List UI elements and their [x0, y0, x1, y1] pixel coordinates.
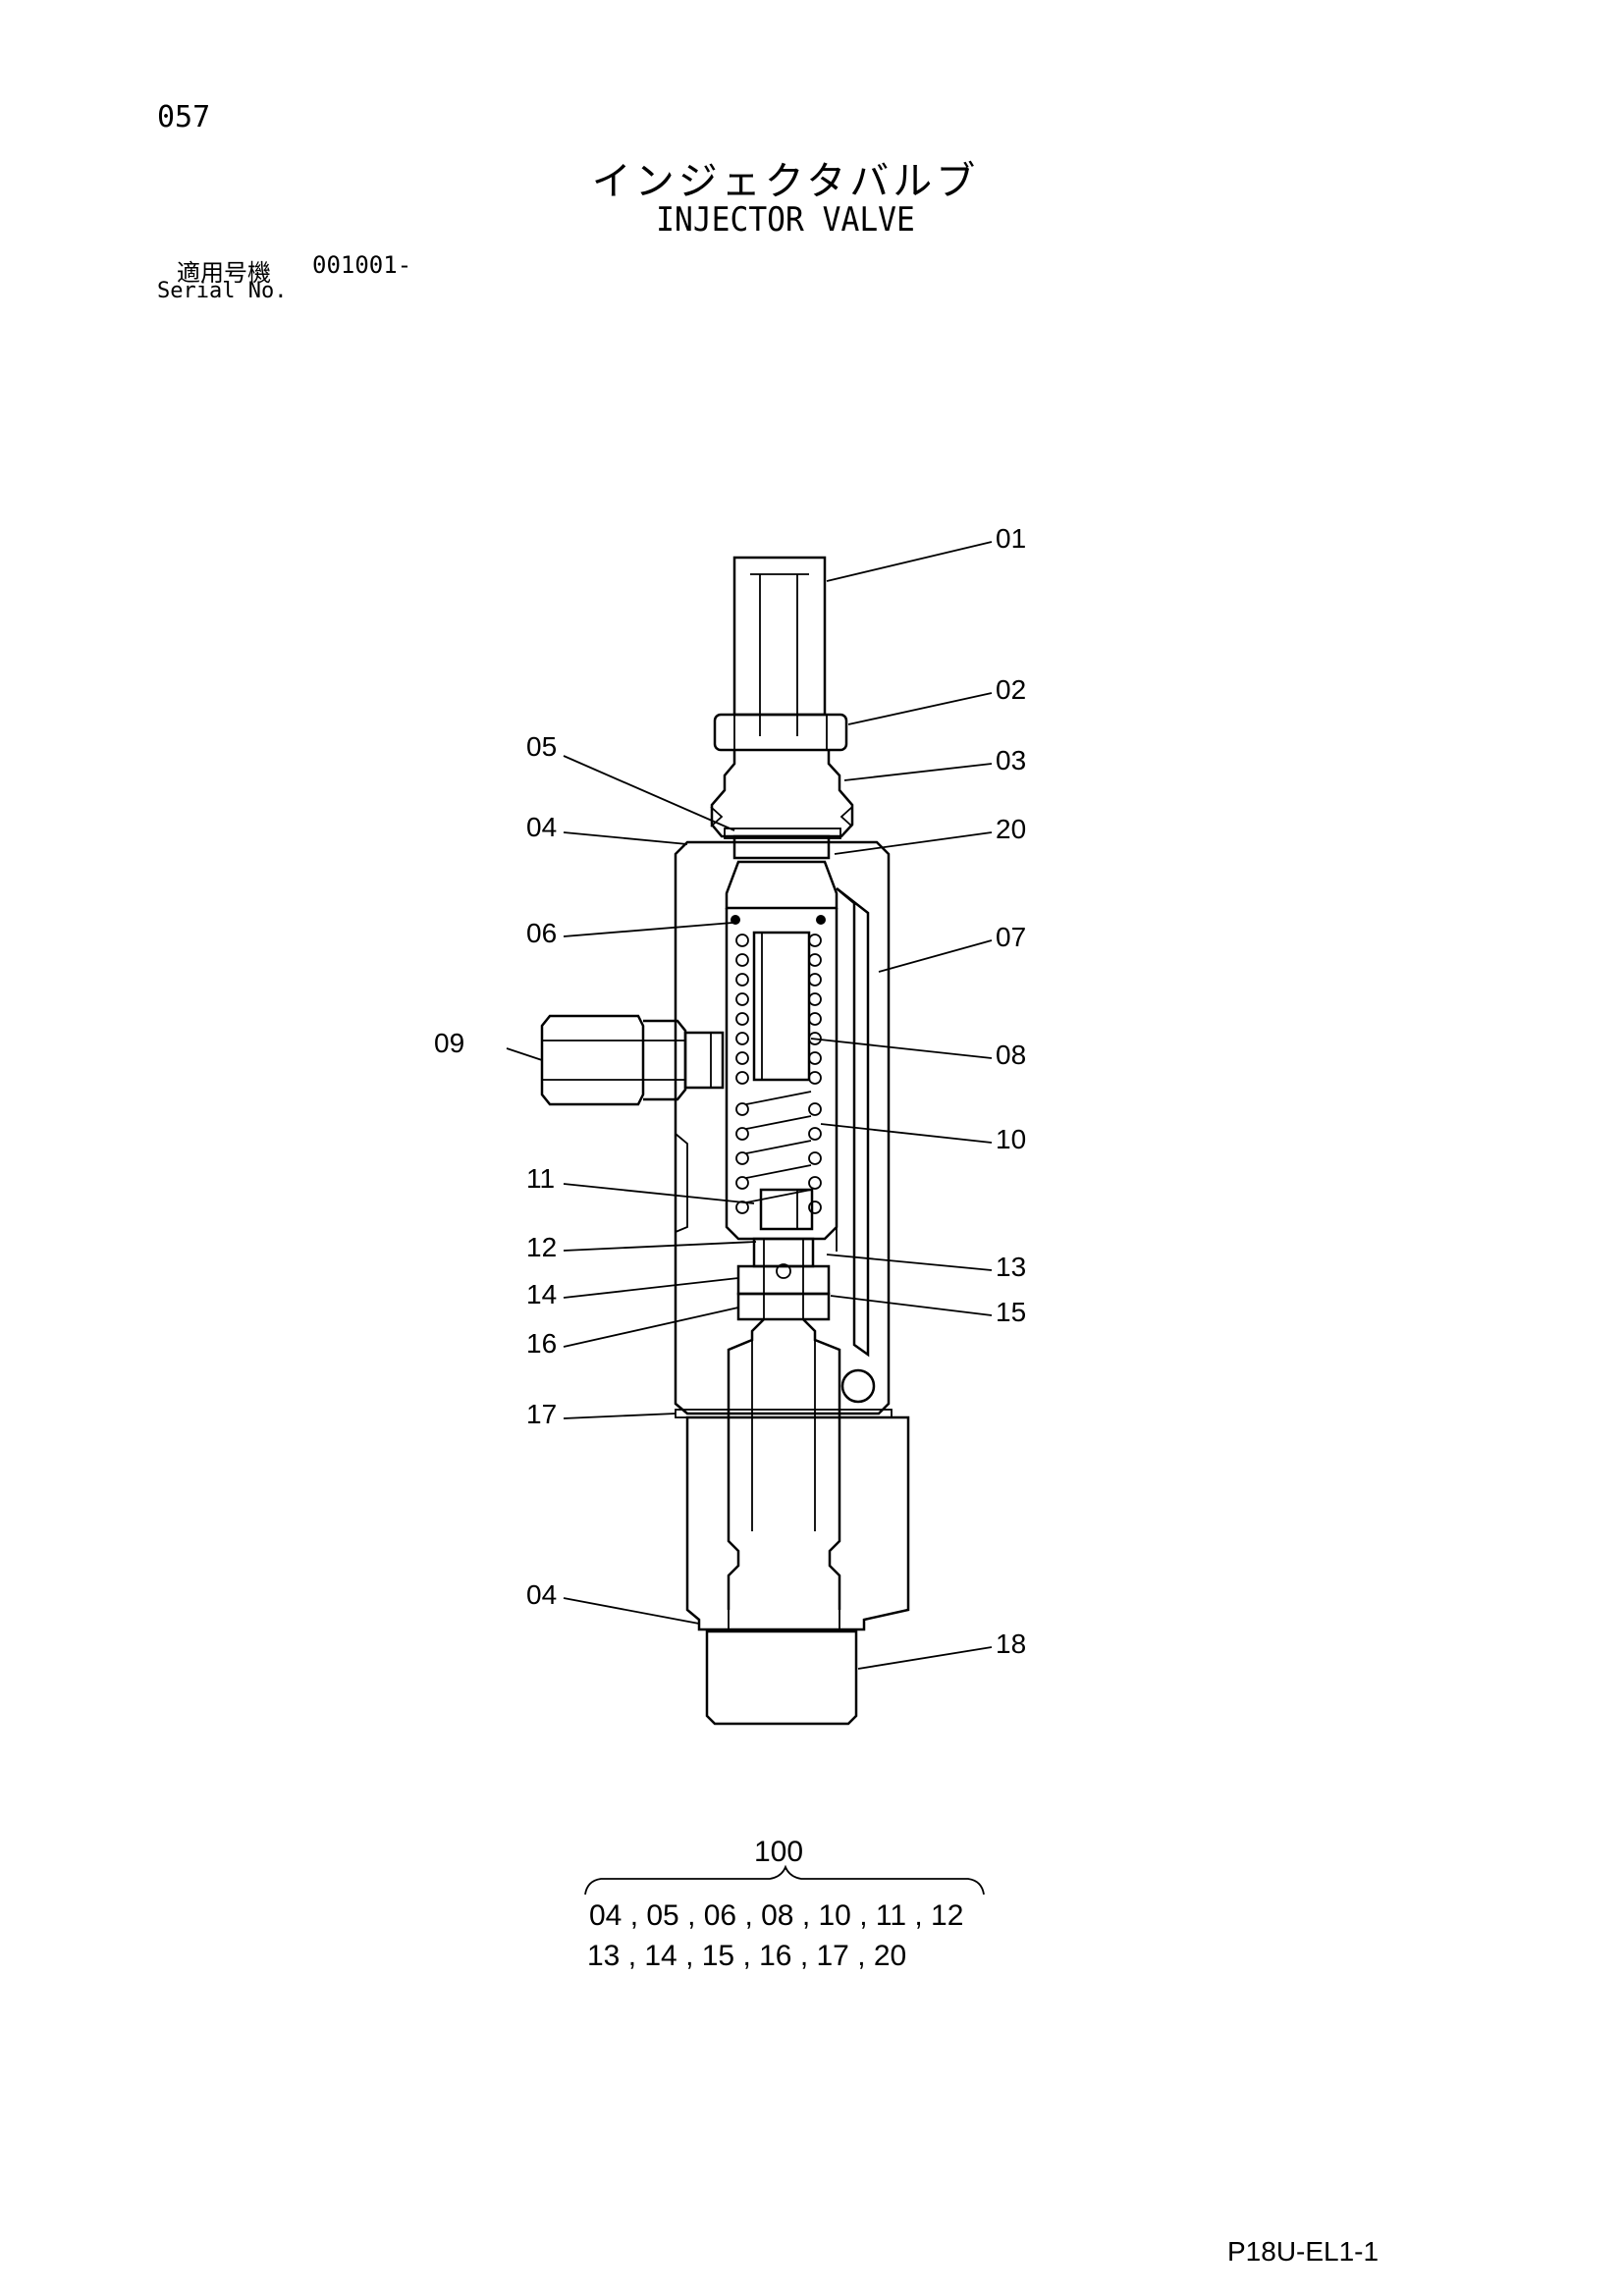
- callout-06: 06: [526, 918, 557, 948]
- assembly-number: 100: [754, 1836, 804, 1868]
- valve-body: [674, 840, 891, 1415]
- part-08-plunger: [752, 931, 811, 1082]
- callout-20: 20: [996, 814, 1026, 844]
- part-15-pin: [776, 1263, 791, 1279]
- callout-05: 05: [526, 731, 557, 762]
- callout-17: 17: [526, 1399, 557, 1429]
- callout-10: 10: [996, 1124, 1026, 1154]
- callout-14: 14: [526, 1279, 557, 1309]
- callout-03: 03: [996, 745, 1026, 775]
- part-10-spring: [735, 934, 822, 1214]
- assembly-parts-line-1: 04 , 05 , 06 , 08 , 10 , 11 , 12: [589, 1899, 964, 1932]
- part-13-valve-seat: [752, 1237, 815, 1268]
- part-20-seat: [732, 834, 831, 860]
- check-ball: [840, 1368, 876, 1404]
- serial-label-japanese: 適用号機: [177, 259, 271, 287]
- piston-cone: [725, 860, 839, 910]
- callout-16: 16: [526, 1328, 557, 1359]
- callout-04-lower: 04: [526, 1579, 557, 1610]
- lower-housing: [685, 1415, 910, 1631]
- leader-lines: [506, 541, 993, 1670]
- assembly-parts-line-2: 13 , 14 , 15 , 16 , 17 , 20: [587, 1940, 907, 1972]
- callout-07: 07: [996, 922, 1026, 952]
- title-japanese: インジェクタバルブ: [591, 159, 980, 204]
- callout-11: 11: [526, 1163, 555, 1194]
- callout-08: 08: [996, 1040, 1026, 1070]
- callout-15: 15: [996, 1297, 1026, 1327]
- part-06-oring-left: [731, 915, 740, 925]
- part-06-oring-right: [816, 915, 826, 925]
- lower-stem: [727, 1318, 841, 1610]
- title-english: INJECTOR VALVE: [656, 200, 915, 240]
- part-07-passage: [836, 887, 870, 1358]
- callout-02: 02: [996, 674, 1026, 705]
- callout-04-upper: 04: [526, 812, 557, 842]
- valve-assembly-figure: [540, 556, 910, 1726]
- assembly-brace: [584, 1864, 985, 1896]
- callout-09: 09: [434, 1028, 464, 1058]
- callout-13: 13: [996, 1252, 1026, 1282]
- callout-labels: 01 02 03 20 07 08 10 13 15 18 05 04 06 0…: [434, 523, 1026, 1659]
- callout-01: 01: [996, 523, 1026, 554]
- part-18-cap: [705, 1629, 858, 1726]
- part-03-sleeve: [710, 750, 854, 838]
- part-16-collar: [736, 1292, 831, 1321]
- part-09-side-fitting: [540, 1014, 725, 1106]
- part-14-guide: [736, 1264, 831, 1296]
- footer-code: P18U-EL1-1: [1227, 2236, 1380, 2267]
- callout-12: 12: [526, 1232, 557, 1262]
- part-01-fitting: [732, 556, 827, 717]
- serial-value: 001001-: [312, 251, 412, 279]
- part-11-spring-seat: [759, 1188, 814, 1231]
- serial-label-english: Serial No.: [157, 279, 288, 303]
- part-02-nut: [713, 713, 848, 752]
- callout-18: 18: [996, 1629, 1026, 1659]
- page-number: 057: [157, 100, 211, 134]
